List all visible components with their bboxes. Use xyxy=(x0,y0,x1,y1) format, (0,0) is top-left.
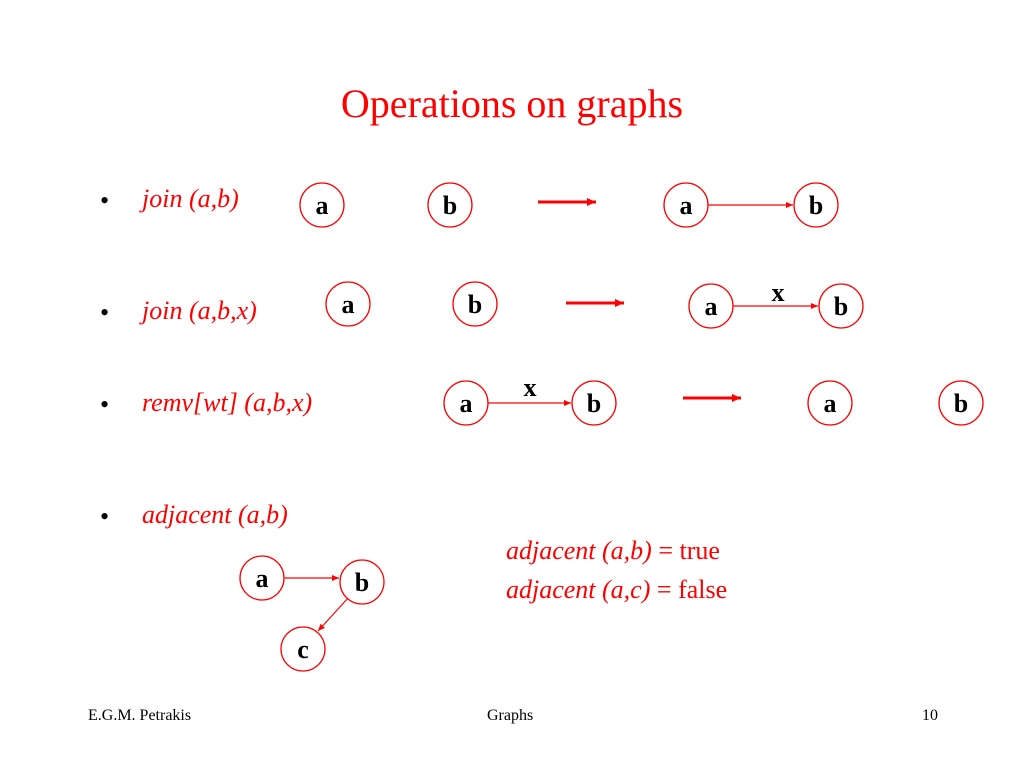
svg-text:a: a xyxy=(705,292,718,321)
join-ab-before: a b xyxy=(299,182,473,228)
node-c: c xyxy=(280,626,326,672)
node-b: b xyxy=(452,281,498,327)
node-a: a xyxy=(663,182,709,228)
node-b: b xyxy=(339,559,385,605)
equals-sign: = xyxy=(650,575,679,604)
operation-join-ab: join (a,b) xyxy=(142,184,239,213)
result-line: adjacent (a,b) = true xyxy=(506,536,720,566)
slide-title: Operations on graphs xyxy=(340,81,684,126)
node-b: b xyxy=(793,182,839,228)
result-value: false xyxy=(678,575,728,604)
svg-text:b: b xyxy=(468,290,482,319)
svg-text:a: a xyxy=(316,191,329,220)
result-expression: adjacent (a,c) xyxy=(506,575,651,604)
svg-text:b: b xyxy=(954,389,968,418)
edge-weight-label: x xyxy=(524,373,537,402)
footer-page-number: 10 xyxy=(922,707,938,724)
node-a: a xyxy=(807,380,853,426)
bullet-marker: • xyxy=(100,390,110,419)
equals-sign: = xyxy=(651,536,680,565)
svg-text:b: b xyxy=(834,292,848,321)
svg-text:a: a xyxy=(342,290,355,319)
operation-join-abx: join (a,b,x) xyxy=(142,296,257,325)
operation-remv-wt: remv[wt] (a,b,x) xyxy=(142,388,313,417)
svg-text:b: b xyxy=(587,389,601,418)
adjacent-example: a b c xyxy=(239,555,385,672)
footer-topic: Graphs xyxy=(487,707,534,724)
node-a: a xyxy=(443,380,489,426)
svg-text:b: b xyxy=(355,568,369,597)
edge-b-c xyxy=(317,596,350,632)
svg-text:a: a xyxy=(824,389,837,418)
bullet-marker: • xyxy=(100,186,110,215)
node-b: b xyxy=(427,182,473,228)
result-value: true xyxy=(679,536,720,565)
node-b: b xyxy=(571,380,617,426)
svg-text:a: a xyxy=(256,564,269,593)
remv-before: x a b xyxy=(443,373,617,426)
result-line: adjacent (a,c) = false xyxy=(506,575,727,605)
footer-author: E.G.M. Petrakis xyxy=(88,707,192,724)
bullet-marker: • xyxy=(100,502,110,531)
node-a: a xyxy=(239,555,285,601)
node-b: b xyxy=(938,380,984,426)
join-ab-after: a b xyxy=(663,182,839,228)
svg-text:a: a xyxy=(680,191,693,220)
svg-text:b: b xyxy=(443,191,457,220)
node-b: b xyxy=(818,283,864,329)
result-expression: adjacent (a,b) xyxy=(506,536,652,565)
node-a: a xyxy=(299,182,345,228)
bullet-marker: • xyxy=(100,298,110,327)
svg-text:c: c xyxy=(297,635,309,664)
node-a: a xyxy=(325,281,371,327)
edge-weight-label: x xyxy=(772,278,785,307)
join-abx-before: a b xyxy=(325,281,498,327)
node-a: a xyxy=(688,283,734,329)
svg-text:b: b xyxy=(809,191,823,220)
remv-after: a b xyxy=(807,380,984,426)
join-abx-after: x a b xyxy=(688,278,864,329)
svg-text:a: a xyxy=(460,389,473,418)
operation-adjacent: adjacent (a,b) xyxy=(142,500,288,529)
